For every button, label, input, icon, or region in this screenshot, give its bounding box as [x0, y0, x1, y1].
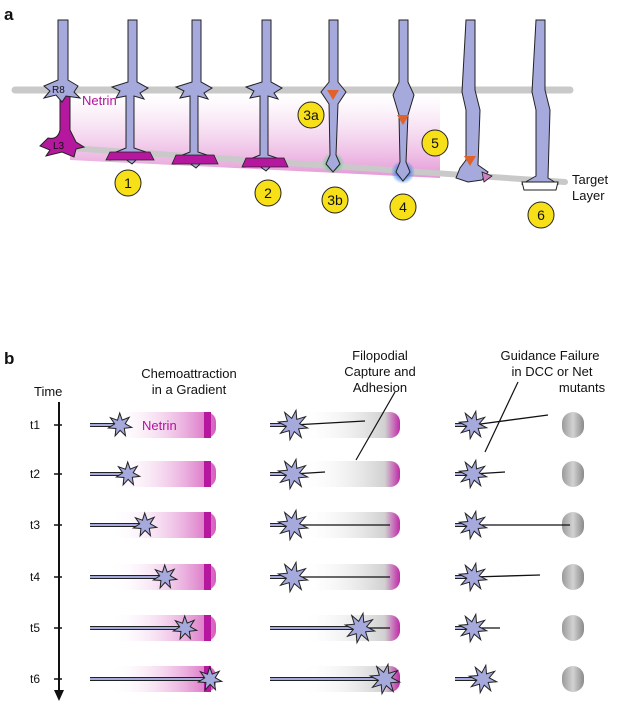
col2-growth-cone-6	[368, 662, 402, 696]
col1-gradient-1	[110, 412, 216, 438]
r8-neuron-2	[241, 19, 289, 172]
col2-title-1: Filopodial	[352, 348, 408, 363]
time-label-3: t3	[30, 518, 40, 532]
col3-growth-cone-5	[457, 612, 489, 644]
col3-growth-cone-6	[467, 663, 499, 695]
col2-growth-cone-4	[276, 560, 310, 594]
time-label-5: t5	[30, 621, 40, 635]
badge-3b: 3b	[321, 186, 349, 214]
col1-growth-cone-6	[196, 665, 224, 692]
col3-target-4	[562, 564, 584, 590]
col1-growth-cone-5	[171, 614, 199, 641]
col2-growth-cone-5	[343, 611, 377, 645]
netrin-label-a: Netrin	[82, 93, 117, 108]
col2-title-3: Adhesion	[353, 380, 407, 395]
panel-b-label: b	[4, 349, 14, 368]
col2-growth-cone-3	[276, 508, 310, 542]
col1-growth-cone-4	[151, 563, 179, 590]
col2-target-1	[300, 412, 400, 438]
l3-neuron	[39, 91, 86, 158]
col1-title-1: Chemoattraction	[141, 366, 236, 381]
time-axis-arrowhead	[54, 690, 64, 701]
svg-text:4: 4	[399, 199, 407, 215]
panel-a-label: a	[4, 5, 14, 24]
col1-netrin-label: Netrin	[142, 418, 177, 433]
svg-text:5: 5	[431, 135, 439, 151]
target-layer-label-1: Target	[572, 172, 609, 187]
time-label: Time	[34, 384, 62, 399]
r8-neuron-1b	[171, 19, 219, 169]
col3-target-1	[562, 412, 584, 438]
col2-growth-cone-1	[276, 408, 310, 442]
r8-neuron-6	[521, 19, 559, 191]
badge-5: 5	[421, 129, 449, 157]
col3-title-pointer	[484, 381, 519, 453]
svg-text:6: 6	[537, 207, 545, 223]
col3-growth-cone-4	[457, 561, 489, 593]
time-label-1: t1	[30, 418, 40, 432]
svg-text:1: 1	[124, 175, 132, 191]
col2-title-pointer	[355, 391, 396, 461]
r8-label: R8	[52, 85, 65, 96]
col3-title-2: in DCC or Net	[512, 364, 593, 379]
svg-text:2: 2	[264, 185, 272, 201]
time-label-6: t6	[30, 672, 40, 686]
r8-neuron-5	[455, 19, 493, 183]
col3-target-5	[562, 615, 584, 641]
col2-target-2	[300, 461, 400, 487]
time-label-4: t4	[30, 570, 40, 584]
col2-title-2: Capture and	[344, 364, 416, 379]
col3-filopodium-1	[472, 414, 549, 426]
badge-2: 2	[254, 179, 282, 207]
col3-growth-cone-1	[457, 409, 489, 441]
badge-4: 4	[389, 193, 417, 221]
time-rows: t1 Netrin t2 t3 t4 t5 t6	[30, 381, 584, 696]
col1-growth-cone-1	[106, 411, 134, 438]
col3-growth-cone-3	[457, 509, 489, 541]
col2-filopodium-1	[292, 420, 366, 426]
col3-target-6	[562, 666, 584, 692]
col1-growth-cone-3	[131, 511, 159, 538]
target-layer-label-2: Layer	[572, 188, 605, 203]
col3-target-2	[562, 461, 584, 487]
badge-6: 6	[527, 201, 555, 229]
svg-text:3b: 3b	[327, 192, 343, 208]
col1-growth-cone-2	[114, 460, 142, 487]
col3-growth-cone-2	[457, 458, 489, 490]
r8-neuron-3	[320, 19, 347, 174]
svg-text:3a: 3a	[303, 107, 319, 123]
badge-1: 1	[114, 169, 142, 197]
col3-title-1: Guidance Failure	[501, 348, 600, 363]
col2-growth-cone-2	[276, 457, 310, 491]
badge-3a: 3a	[297, 101, 325, 129]
l3-label: L3	[53, 141, 65, 152]
r8-neuron-4	[391, 19, 415, 184]
col3-filopodium-4	[472, 574, 541, 578]
time-label-2: t2	[30, 467, 40, 481]
col1-title-2: in a Gradient	[152, 382, 227, 397]
col3-target-3	[562, 512, 584, 538]
r8-neuron-0	[42, 19, 82, 103]
col3-title-3: mutants	[559, 380, 606, 395]
r8-neuron-1	[105, 19, 155, 165]
